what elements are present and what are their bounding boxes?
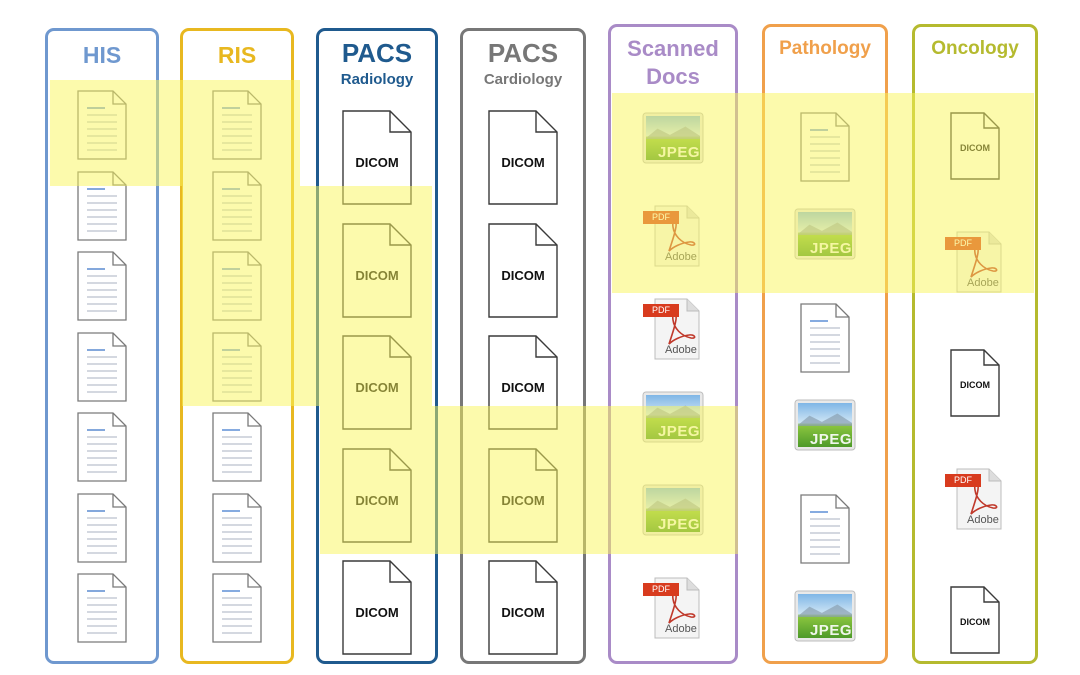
- document-icon: [212, 170, 262, 241]
- document-icon: [212, 573, 262, 643]
- dicom-icon: DICOM: [950, 112, 1000, 180]
- dicom-label: DICOM: [960, 617, 990, 627]
- jpeg-icon: JPEG: [642, 112, 704, 164]
- pdf-label: PDF: [945, 236, 981, 250]
- jpeg-label: JPEG: [809, 430, 852, 448]
- column-title-main: PACS: [341, 38, 413, 68]
- document-icon: [77, 412, 127, 482]
- dicom-label: DICOM: [355, 155, 399, 170]
- pdf-icon: PDF Adobe: [945, 468, 1005, 530]
- document-icon: [77, 170, 127, 241]
- dicom-icon: DICOM: [342, 560, 412, 655]
- jpeg-label: JPEG: [657, 144, 700, 161]
- dicom-icon: DICOM: [950, 349, 1000, 417]
- document-icon: [800, 303, 850, 373]
- document-icon: [800, 112, 850, 182]
- column-oncology: [912, 24, 1038, 664]
- jpeg-icon: JPEG: [794, 590, 856, 642]
- column-title-main: RIS: [217, 42, 257, 68]
- dicom-label: DICOM: [355, 267, 399, 283]
- dicom-label: DICOM: [501, 380, 545, 395]
- jpeg-icon: JPEG: [642, 391, 704, 443]
- column-title: RIS: [180, 42, 294, 69]
- document-icon: [77, 573, 127, 643]
- pdf-label: PDF: [643, 304, 679, 317]
- dicom-label: DICOM: [355, 492, 399, 508]
- pdf-icon: PDF Adobe: [945, 231, 1005, 293]
- dicom-label: DICOM: [355, 380, 399, 395]
- adobe-label: Adobe: [665, 344, 697, 356]
- adobe-label: Adobe: [967, 513, 999, 526]
- dicom-icon: DICOM: [488, 335, 558, 430]
- column-title-main: Pathology: [779, 38, 871, 59]
- column-title: Oncology: [912, 38, 1038, 60]
- document-icon: [77, 251, 127, 321]
- column-title-sub: Radiology: [340, 71, 414, 88]
- document-icon: [77, 492, 127, 563]
- document-icon: [800, 494, 850, 564]
- pdf-label: PDF: [643, 211, 679, 224]
- jpeg-icon: JPEG: [794, 208, 856, 260]
- dicom-icon: DICOM: [950, 586, 1000, 654]
- pdf-icon: PDF Adobe: [643, 298, 703, 360]
- dicom-label: DICOM: [501, 267, 545, 283]
- column-title-main: PACS: [487, 38, 559, 68]
- column-title-main: Oncology: [931, 38, 1019, 59]
- dicom-label: DICOM: [501, 605, 545, 620]
- jpeg-label: JPEG: [809, 621, 852, 639]
- pdf-icon: PDF Adobe: [643, 205, 703, 267]
- pdf-icon: PDF Adobe: [643, 577, 703, 639]
- document-icon: [77, 90, 127, 160]
- jpeg-icon: JPEG: [794, 399, 856, 451]
- dicom-label: DICOM: [501, 155, 545, 170]
- document-icon: [77, 331, 127, 402]
- column-title-sub: Cardiology: [483, 71, 563, 88]
- adobe-label: Adobe: [967, 276, 999, 289]
- dicom-label: DICOM: [960, 380, 990, 390]
- document-icon: [212, 90, 262, 160]
- dicom-icon: DICOM: [342, 335, 412, 430]
- dicom-label: DICOM: [960, 143, 990, 153]
- document-icon: [212, 331, 262, 402]
- adobe-label: Adobe: [665, 623, 697, 635]
- adobe-label: Adobe: [665, 251, 697, 263]
- dicom-icon: DICOM: [342, 447, 412, 543]
- column-title-main: Scanned: [627, 36, 719, 61]
- column-pacs-cardiology: [460, 28, 586, 664]
- column-title-main: HIS: [82, 42, 122, 68]
- dicom-icon: DICOM: [488, 222, 558, 318]
- column-scanned-docs: [608, 24, 738, 664]
- dicom-icon: DICOM: [488, 560, 558, 655]
- column-title: HIS: [45, 42, 159, 69]
- column-title: PACS Cardiology: [460, 38, 586, 88]
- dicom-icon: DICOM: [342, 110, 412, 205]
- dicom-icon: DICOM: [342, 222, 412, 318]
- column-his: [45, 28, 159, 664]
- pdf-label: PDF: [643, 583, 679, 596]
- pdf-label: PDF: [945, 473, 981, 487]
- jpeg-label: JPEG: [657, 423, 700, 440]
- column-title-sub: Docs: [646, 64, 700, 89]
- column-pathology: [762, 24, 888, 664]
- dicom-icon: DICOM: [488, 110, 558, 205]
- jpeg-label: JPEG: [657, 516, 700, 533]
- dicom-label: DICOM: [501, 492, 545, 508]
- column-title: Pathology: [762, 38, 888, 60]
- jpeg-label: JPEG: [809, 239, 852, 257]
- document-icon: [212, 492, 262, 563]
- jpeg-icon: JPEG: [642, 484, 704, 536]
- dicom-label: DICOM: [355, 605, 399, 620]
- column-title: PACS Radiology: [316, 38, 438, 88]
- dicom-icon: DICOM: [488, 447, 558, 543]
- document-icon: [212, 412, 262, 482]
- document-icon: [212, 251, 262, 321]
